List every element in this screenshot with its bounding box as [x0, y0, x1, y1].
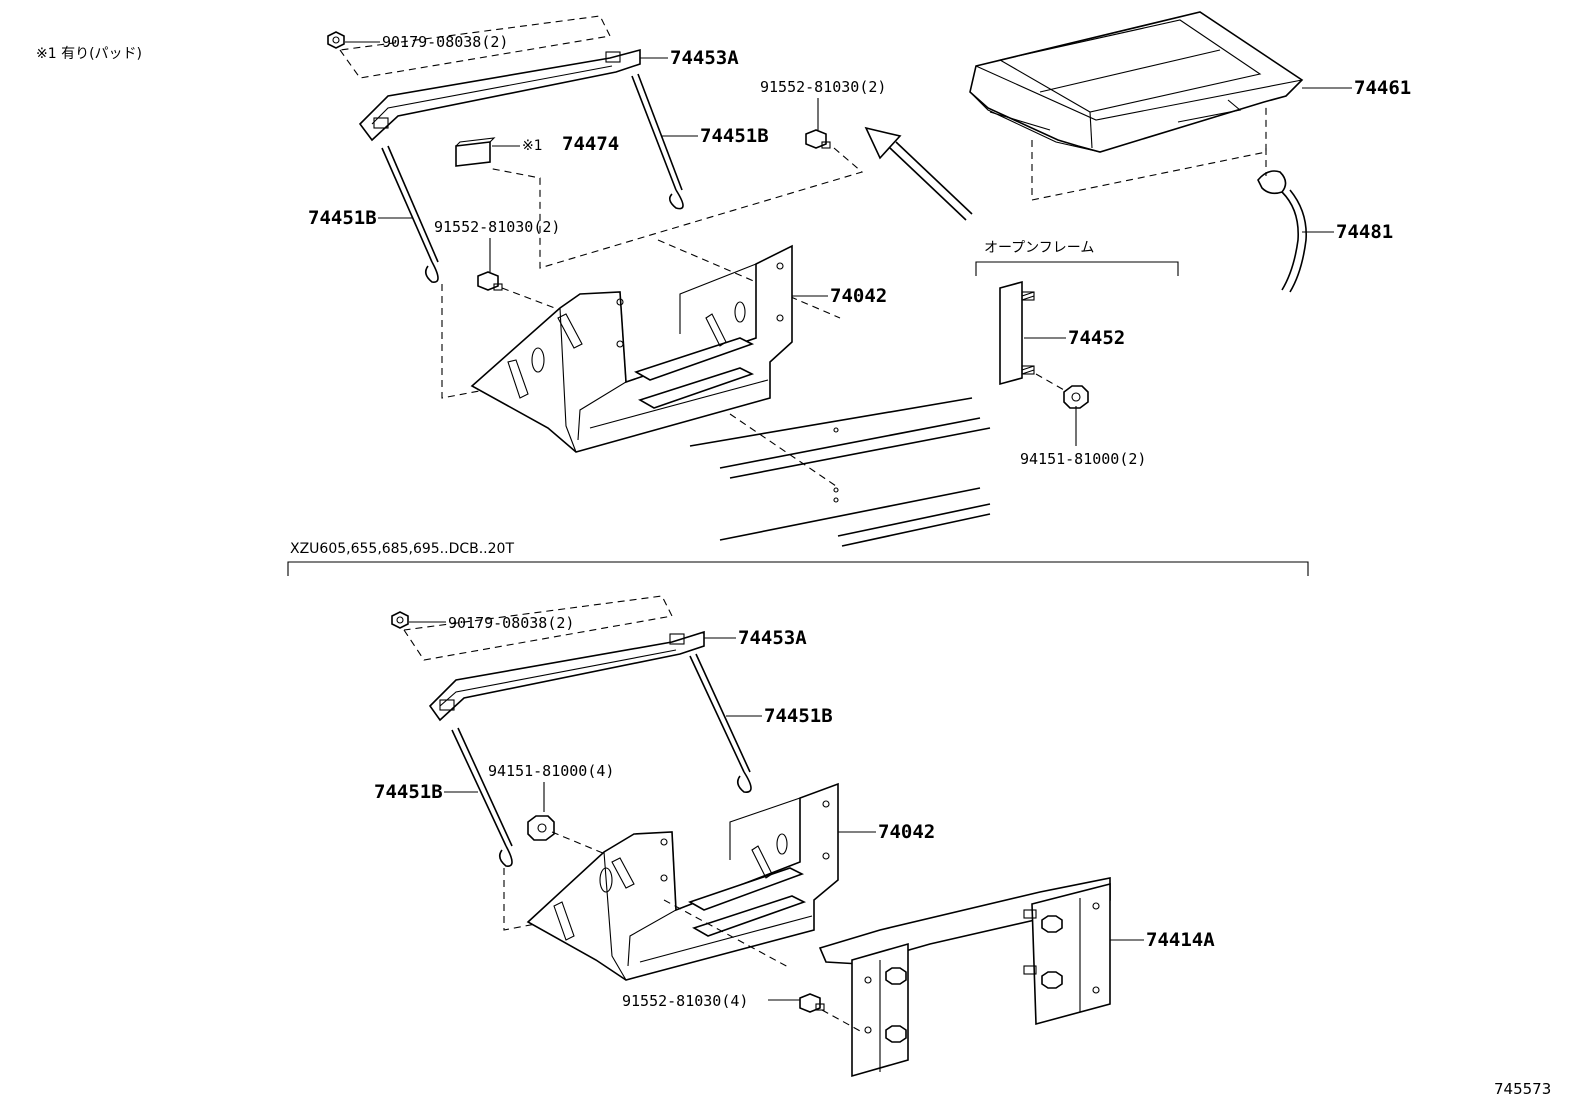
top-rod-right-label: 74451B [700, 125, 769, 147]
top-cover-label: 74461 [1354, 77, 1411, 99]
top-rod-left-label: 74451B [308, 207, 377, 229]
pad-note: ※1 有り(パッド) [36, 46, 142, 62]
bottom-bolt-label: 91552-81030(4) [622, 992, 748, 1010]
top-clamp-label: 74453A [670, 47, 739, 69]
top-clip-bolt-label: 90179-08038(2) [382, 33, 508, 51]
band-icon [1257, 170, 1307, 293]
clamp-bar-icon [358, 48, 641, 142]
pad-icon [455, 137, 496, 167]
clamp-bar-icon [428, 630, 705, 722]
bolt-right-icon [805, 129, 831, 149]
bottom-clamp-label: 74453A [738, 627, 807, 649]
clip-bolt-icon [327, 31, 345, 49]
nut-icon [527, 815, 555, 841]
rod-right-icon [689, 653, 752, 793]
bottom-nut-label: 94151-81000(4) [488, 762, 614, 780]
top-pad-label: 74474 [562, 133, 619, 155]
battery-cover-icon [969, 11, 1304, 153]
section-bracket [287, 561, 1309, 576]
top-bracket-label: 74452 [1068, 327, 1125, 349]
battery-tray-icon [526, 782, 839, 981]
bottom-tray-label: 74042 [878, 821, 935, 843]
carrier-bracket-icon [818, 877, 1111, 1078]
rod-left-icon [381, 145, 439, 283]
nut-icon [1063, 385, 1089, 409]
clip-bolt-icon [391, 611, 409, 629]
top-assembly: 90179-08038(2) 74453A 74451B 74451B [308, 11, 1411, 547]
bottom-carrier-label: 74414A [1146, 929, 1215, 951]
bottom-rod-left-label: 74451B [374, 781, 443, 803]
bottom-rod-right-label: 74451B [764, 705, 833, 727]
battery-tray-icon [470, 244, 793, 453]
bottom-section-title: XZU605,655,685,695..DCB..20T [290, 541, 514, 557]
bolt-left-icon [477, 271, 503, 291]
bracket-icon [999, 280, 1035, 386]
rod-right-icon [631, 73, 684, 210]
top-nut-label: 94151-81000(2) [1020, 450, 1146, 468]
rod-left-icon [451, 727, 513, 867]
bolt-icon [799, 993, 825, 1013]
frame-rail-icon [689, 397, 991, 547]
bottom-assembly: 90179-08038(2) 74453A 74451B 74451B 9415 [374, 595, 1215, 1078]
arrow-icon [864, 126, 973, 221]
top-band-label: 74481 [1336, 221, 1393, 243]
top-pad-note: ※1 [522, 138, 543, 154]
top-bolt-right-label: 91552-81030(2) [760, 78, 886, 96]
bottom-clip-bolt-label: 90179-08038(2) [448, 614, 574, 632]
top-tray-label: 74042 [830, 285, 887, 307]
illustration-id: 745573 [1494, 1080, 1551, 1098]
open-frame-title: オープンフレーム [984, 240, 1094, 256]
top-bolt-left-label: 91552-81030(2) [434, 218, 560, 236]
